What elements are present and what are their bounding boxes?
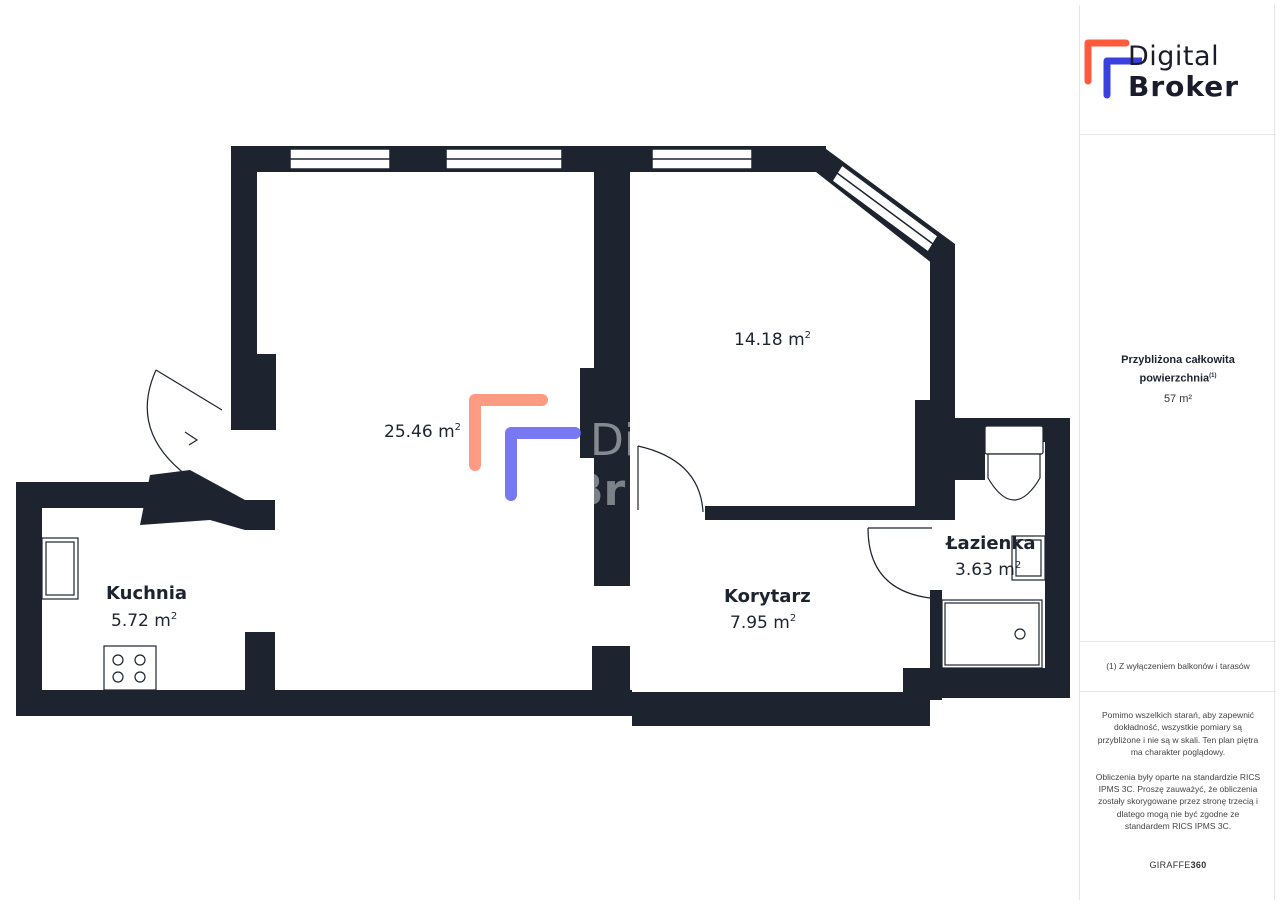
fixtures	[41, 425, 1046, 691]
brand-name: Digital Broker	[1128, 42, 1239, 102]
total-area-value: 57 m²	[1163, 392, 1193, 405]
bedroom-area: 14.18 m2	[734, 330, 811, 350]
watermark-logo: Di Br	[469, 394, 636, 516]
bathroom-name: Łazienka	[945, 533, 1036, 554]
total-area-label: Przybliżona całkowita powierzchnia(1)	[1121, 354, 1235, 385]
doors	[146, 369, 932, 599]
disclaimer-paragraph-2: Obliczenia były oparte na standardzie RI…	[1095, 771, 1261, 832]
shower-icon	[941, 599, 1043, 669]
credit-logo: GIRAFFE360	[1149, 860, 1207, 870]
floor-plan: Di Br 25.46 m2 14.18 m2 Kuchnia 5.72 m2 …	[16, 146, 1070, 726]
kitchen-name: Kuchnia	[106, 583, 187, 604]
bathroom-area: 3.63 m2	[955, 560, 1021, 580]
kitchen-area: 5.72 m2	[111, 611, 177, 631]
washbasin-icon	[1011, 535, 1046, 581]
stove-icon	[103, 645, 157, 691]
disclaimer: Pomimo wszelkich starań, aby zapewnić do…	[1094, 709, 1262, 845]
brand-line-2: Broker	[1128, 70, 1240, 103]
windows	[289, 148, 940, 254]
walls	[16, 146, 1070, 726]
info-sidebar: Digital Broker Przybliżona całkowita pow…	[1079, 5, 1276, 900]
svg-text:Di: Di	[590, 415, 636, 466]
svg-text:Br: Br	[570, 465, 626, 516]
corridor-area: 7.95 m2	[730, 613, 796, 633]
brand-line-1: Digital	[1128, 41, 1220, 72]
toilet-icon	[984, 425, 1044, 501]
corridor-name: Korytarz	[724, 586, 811, 607]
room-labels: 25.46 m2 14.18 m2 Kuchnia 5.72 m2 Koryta…	[106, 330, 1036, 633]
footnote: (1) Z wyłączeniem balkonów i tarasów	[1080, 641, 1276, 692]
brand-logo-icon	[1084, 39, 1142, 99]
total-area-block: Przybliżona całkowita powierzchnia(1) 57…	[1080, 352, 1276, 405]
disclaimer-paragraph-1: Pomimo wszelkich starań, aby zapewnić do…	[1097, 710, 1259, 758]
living-room-area: 25.46 m2	[384, 422, 461, 442]
brand-header: Digital Broker	[1080, 5, 1276, 135]
